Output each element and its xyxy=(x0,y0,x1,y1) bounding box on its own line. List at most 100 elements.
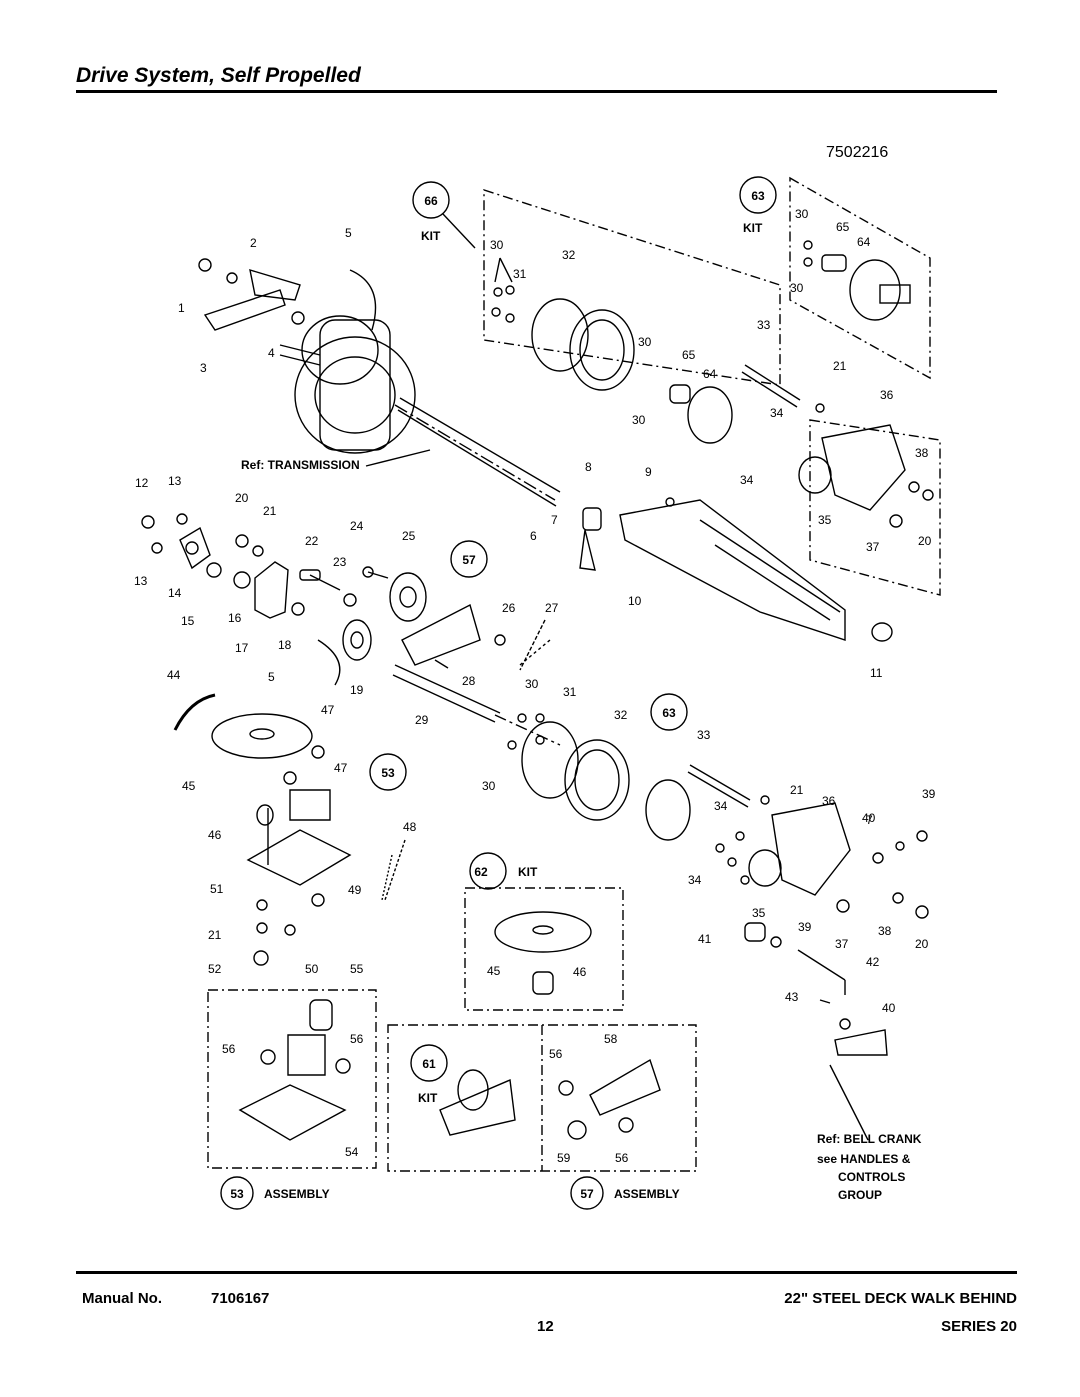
part-number: 34 xyxy=(714,799,728,813)
title-rule xyxy=(76,90,997,93)
part-number: 30 xyxy=(490,238,504,252)
ref-transmission: Ref: TRANSMISSION xyxy=(241,458,360,472)
manual-number: 7106167 xyxy=(211,1290,270,1307)
assembly-label-53: ASSEMBLY xyxy=(264,1187,330,1201)
part-number: 18 xyxy=(278,638,292,652)
part-number: 42 xyxy=(866,955,880,969)
part-number: 10 xyxy=(628,594,642,608)
callout-53: 53 xyxy=(381,766,395,780)
part-number: 47 xyxy=(334,761,348,775)
part-number: 37 xyxy=(866,540,880,554)
part-number: 30 xyxy=(632,413,646,427)
figure-number: 7502216 xyxy=(826,144,888,161)
part-number-labels: 1 2 3 4 5 5 6 7 7 8 9 10 11 12 13 13 14 … xyxy=(134,207,936,1165)
part-number: 20 xyxy=(918,534,932,548)
part-number: 56 xyxy=(350,1032,364,1046)
part-number: 46 xyxy=(573,965,587,979)
part-number: 30 xyxy=(638,335,652,349)
part-number: 24 xyxy=(350,519,364,533)
part-number: 49 xyxy=(348,883,362,897)
part-number: 65 xyxy=(836,220,850,234)
part-number: 34 xyxy=(740,473,754,487)
part-number: 5 xyxy=(268,670,275,684)
part-number: 55 xyxy=(350,962,364,976)
part-number: 39 xyxy=(922,787,936,801)
part-number: 51 xyxy=(210,882,224,896)
part-number: 59 xyxy=(557,1151,571,1165)
callout-62: 62 xyxy=(474,865,488,879)
part-number: 16 xyxy=(228,611,242,625)
part-number: 30 xyxy=(482,779,496,793)
part-number: 17 xyxy=(235,641,249,655)
part-number: 11 xyxy=(870,666,883,680)
kit-label-62: KIT xyxy=(518,865,538,879)
part-number: 32 xyxy=(562,248,576,262)
part-number: 40 xyxy=(862,811,876,825)
series-label: SERIES 20 xyxy=(941,1318,1017,1335)
part-number: 31 xyxy=(513,267,527,281)
assembly-label-57: ASSEMBLY xyxy=(614,1187,680,1201)
part-number: 45 xyxy=(487,964,501,978)
part-number: 12 xyxy=(135,476,149,490)
callout-63: 63 xyxy=(751,189,765,203)
part-number: 13 xyxy=(134,574,148,588)
part-number: 58 xyxy=(604,1032,618,1046)
product-name: 22" STEEL DECK WALK BEHIND xyxy=(784,1290,1017,1307)
kit-label-63: KIT xyxy=(743,221,763,235)
part-number: 52 xyxy=(208,962,222,976)
footer-rule xyxy=(76,1271,1017,1274)
part-number: 36 xyxy=(822,794,836,808)
part-number: 38 xyxy=(878,924,892,938)
part-number: 56 xyxy=(549,1047,563,1061)
part-number: 22 xyxy=(305,534,319,548)
ref-group: GROUP xyxy=(838,1188,882,1202)
part-number: 48 xyxy=(403,820,417,834)
kit-label-61: KIT xyxy=(418,1091,438,1105)
ref-controls: CONTROLS xyxy=(838,1170,905,1184)
callout-57-assembly: 57 xyxy=(580,1187,594,1201)
part-number: 56 xyxy=(615,1151,629,1165)
part-number: 64 xyxy=(857,235,871,249)
page-number: 12 xyxy=(537,1318,554,1335)
part-number: 40 xyxy=(882,1001,896,1015)
part-number: 8 xyxy=(585,460,592,474)
part-number: 25 xyxy=(402,529,416,543)
part-number: 56 xyxy=(222,1042,236,1056)
part-number: 1 xyxy=(178,301,185,315)
part-number: 36 xyxy=(880,388,894,402)
part-number: 5 xyxy=(345,226,352,240)
part-number: 32 xyxy=(614,708,628,722)
part-number: 9 xyxy=(645,465,652,479)
part-number: 2 xyxy=(250,236,257,250)
part-number: 14 xyxy=(168,586,182,600)
callout-53-assembly: 53 xyxy=(230,1187,244,1201)
part-number: 30 xyxy=(795,207,809,221)
part-number: 4 xyxy=(268,346,275,360)
part-number: 46 xyxy=(208,828,222,842)
part-number: 54 xyxy=(345,1145,359,1159)
part-number: 6 xyxy=(530,529,537,543)
part-number: 34 xyxy=(688,873,702,887)
part-number: 33 xyxy=(697,728,711,742)
part-number: 21 xyxy=(833,359,847,373)
part-number: 13 xyxy=(168,474,182,488)
part-number: 35 xyxy=(818,513,832,527)
part-number: 29 xyxy=(415,713,429,727)
part-number: 44 xyxy=(167,668,181,682)
callout-63-lower: 63 xyxy=(662,706,676,720)
part-number: 64 xyxy=(703,367,717,381)
part-number: 31 xyxy=(563,685,577,699)
part-number: 28 xyxy=(462,674,476,688)
callout-66: 66 xyxy=(424,194,438,208)
part-number: 39 xyxy=(798,920,812,934)
part-number: 21 xyxy=(263,504,277,518)
part-number: 50 xyxy=(305,962,319,976)
part-number: 65 xyxy=(682,348,696,362)
part-number: 7 xyxy=(551,513,558,527)
ref-bell-crank: Ref: BELL CRANK xyxy=(817,1132,922,1146)
part-number: 45 xyxy=(182,779,196,793)
part-number: 34 xyxy=(770,406,784,420)
part-number: 47 xyxy=(321,703,335,717)
part-number: 15 xyxy=(181,614,195,628)
